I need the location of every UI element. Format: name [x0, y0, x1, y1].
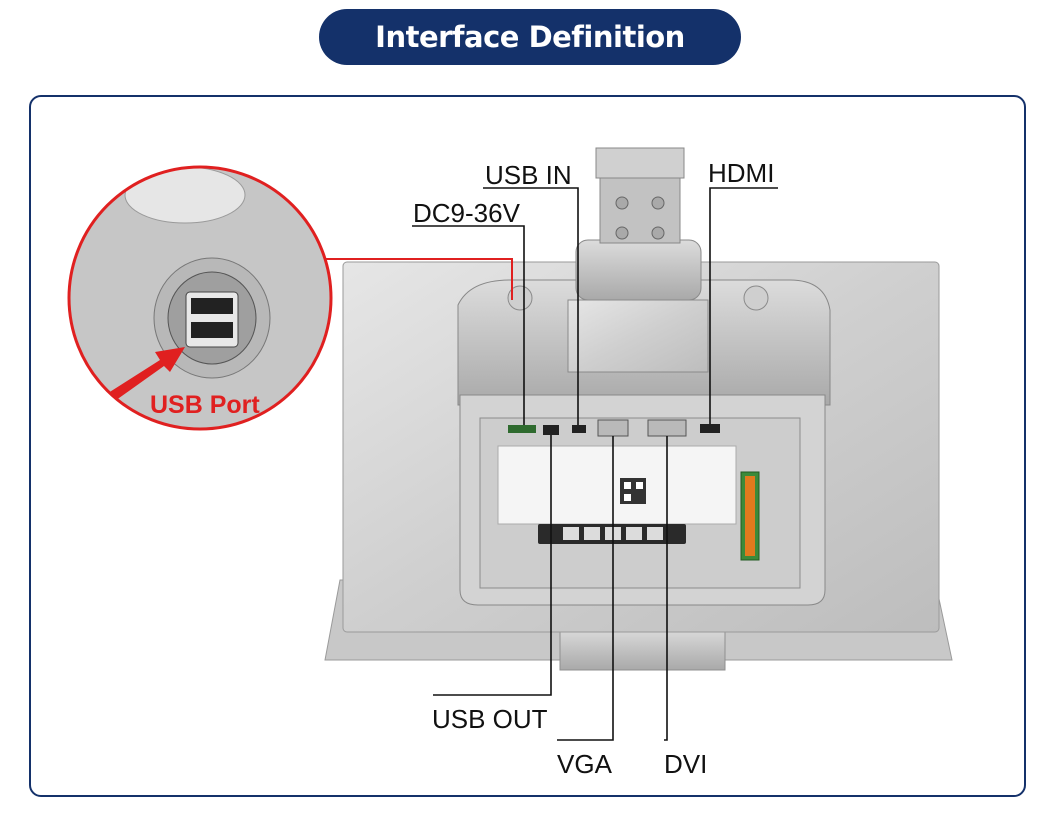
vga-port — [597, 419, 629, 437]
hdmi-leader — [709, 187, 778, 424]
callout-hdmi: HDMI — [708, 158, 775, 188]
callout-lines — [412, 187, 778, 741]
dvi-port — [647, 419, 687, 437]
red-arrow-icon — [105, 347, 185, 403]
usb-out-port — [543, 425, 559, 435]
usb-slot-top — [191, 298, 233, 314]
callout-vga: VGA — [557, 749, 612, 779]
usb-in-port — [572, 425, 586, 433]
page-title: Interface Definition — [375, 20, 685, 54]
usb-port-label: USB Port — [150, 391, 260, 419]
dc-leader — [412, 225, 525, 425]
callout-dvi: DVI — [664, 749, 708, 779]
stand-post — [567, 147, 709, 373]
button-strip — [538, 524, 686, 544]
usb-in-leader — [483, 187, 579, 425]
usb-port-zoom-inset — [67, 165, 333, 431]
callout-dc: DC9-36V — [413, 198, 520, 228]
spec-sticker — [497, 445, 737, 525]
callout-usb-in: USB IN — [485, 160, 572, 190]
usb-slot-bottom — [191, 322, 233, 338]
usb-out-leader — [433, 435, 552, 696]
title-banner: Interface Definition — [319, 9, 741, 65]
hdmi-port — [700, 424, 720, 433]
terminal-block — [740, 471, 760, 561]
vga-leader — [557, 436, 614, 741]
callout-usb-out: USB OUT — [432, 704, 548, 734]
dc-port — [508, 425, 536, 433]
inset-leader — [323, 258, 513, 300]
dvi-leader — [664, 436, 668, 741]
